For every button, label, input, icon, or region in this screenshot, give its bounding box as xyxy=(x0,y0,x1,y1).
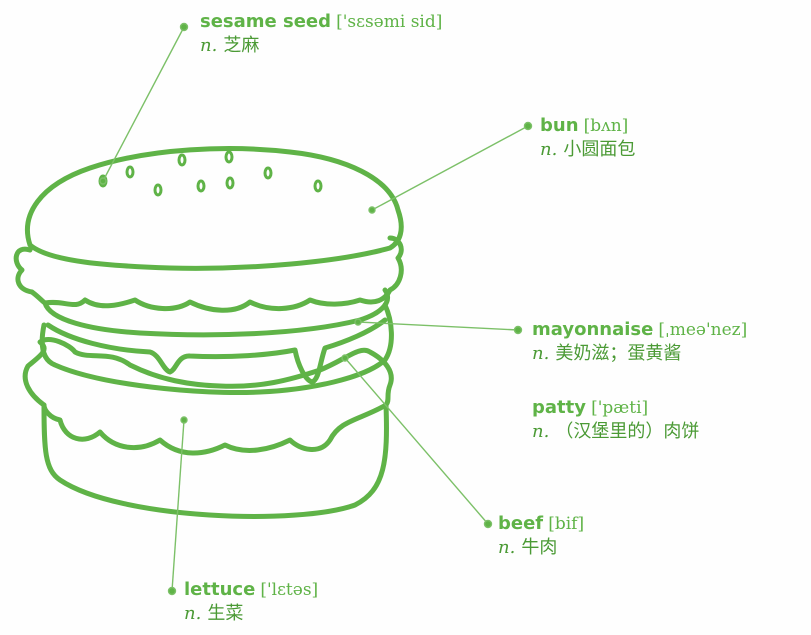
label-mayonnaise: mayonnaise [ˌmeə'nez] n. 美奶滋；蛋黄酱 xyxy=(532,320,747,364)
label-sesame-seed: sesame seed ['sɛsəmi sid] n. 芝麻 xyxy=(200,12,442,56)
term: bun xyxy=(540,115,579,136)
pronunciation: ['sɛsəmi sid] xyxy=(336,12,442,32)
sesame-seed xyxy=(265,168,271,178)
end-dot xyxy=(100,178,106,184)
sesame-seed xyxy=(179,155,185,165)
meaning: （汉堡里的）肉饼 xyxy=(555,421,699,442)
sesame-seed xyxy=(198,181,204,191)
meaning: 牛肉 xyxy=(521,537,557,558)
leader-dot xyxy=(169,588,176,595)
term: lettuce xyxy=(184,579,255,600)
leader-dot xyxy=(181,24,188,31)
part-of-speech: n. xyxy=(532,421,549,442)
leader-dot xyxy=(515,327,522,334)
term: mayonnaise xyxy=(532,319,653,340)
leader-sesame xyxy=(103,27,184,181)
part-of-speech: n. xyxy=(498,537,515,558)
pronunciation: [ˌmeə'nez] xyxy=(658,320,747,340)
end-dot xyxy=(342,355,348,361)
leader-mayonnaise xyxy=(358,322,518,330)
leader-dot xyxy=(485,521,492,528)
sesame-seed xyxy=(315,181,321,191)
leader-bun xyxy=(372,126,528,210)
meaning: 小圆面包 xyxy=(563,139,635,160)
part-of-speech: n. xyxy=(200,35,217,56)
leader-lettuce xyxy=(172,420,184,591)
label-patty: patty ['pæti] n. （汉堡里的）肉饼 xyxy=(532,398,699,442)
bottom-bun xyxy=(44,405,386,516)
label-bun: bun [bʌn] n. 小圆面包 xyxy=(540,116,635,160)
pronunciation: ['pæti] xyxy=(591,398,648,418)
patty xyxy=(42,305,391,393)
upper-lettuce xyxy=(16,238,401,310)
pronunciation: [bif] xyxy=(548,514,584,534)
term: sesame seed xyxy=(200,11,331,32)
part-of-speech: n. xyxy=(184,603,201,624)
meaning: 芝麻 xyxy=(223,35,259,56)
meaning: 生菜 xyxy=(207,603,243,624)
top-bun xyxy=(28,149,402,269)
term: beef xyxy=(498,513,543,534)
sesame-seed xyxy=(227,178,233,188)
end-dot xyxy=(355,319,361,325)
term: patty xyxy=(532,397,586,418)
sesame-seed xyxy=(226,152,232,162)
pronunciation: ['lɛtəs] xyxy=(260,580,318,600)
sesame-seed xyxy=(155,185,161,195)
end-dot xyxy=(369,207,375,213)
part-of-speech: n. xyxy=(532,343,549,364)
label-beef: beef [bif] n. 牛肉 xyxy=(498,514,584,558)
leader-dot xyxy=(525,123,532,130)
meaning: 美奶滋；蛋黄酱 xyxy=(555,343,681,364)
part-of-speech: n. xyxy=(540,139,557,160)
end-dot xyxy=(181,417,187,423)
sesame-seed xyxy=(127,167,133,177)
label-lettuce: lettuce ['lɛtəs] n. 生菜 xyxy=(184,580,318,624)
pronunciation: [bʌn] xyxy=(584,116,629,136)
